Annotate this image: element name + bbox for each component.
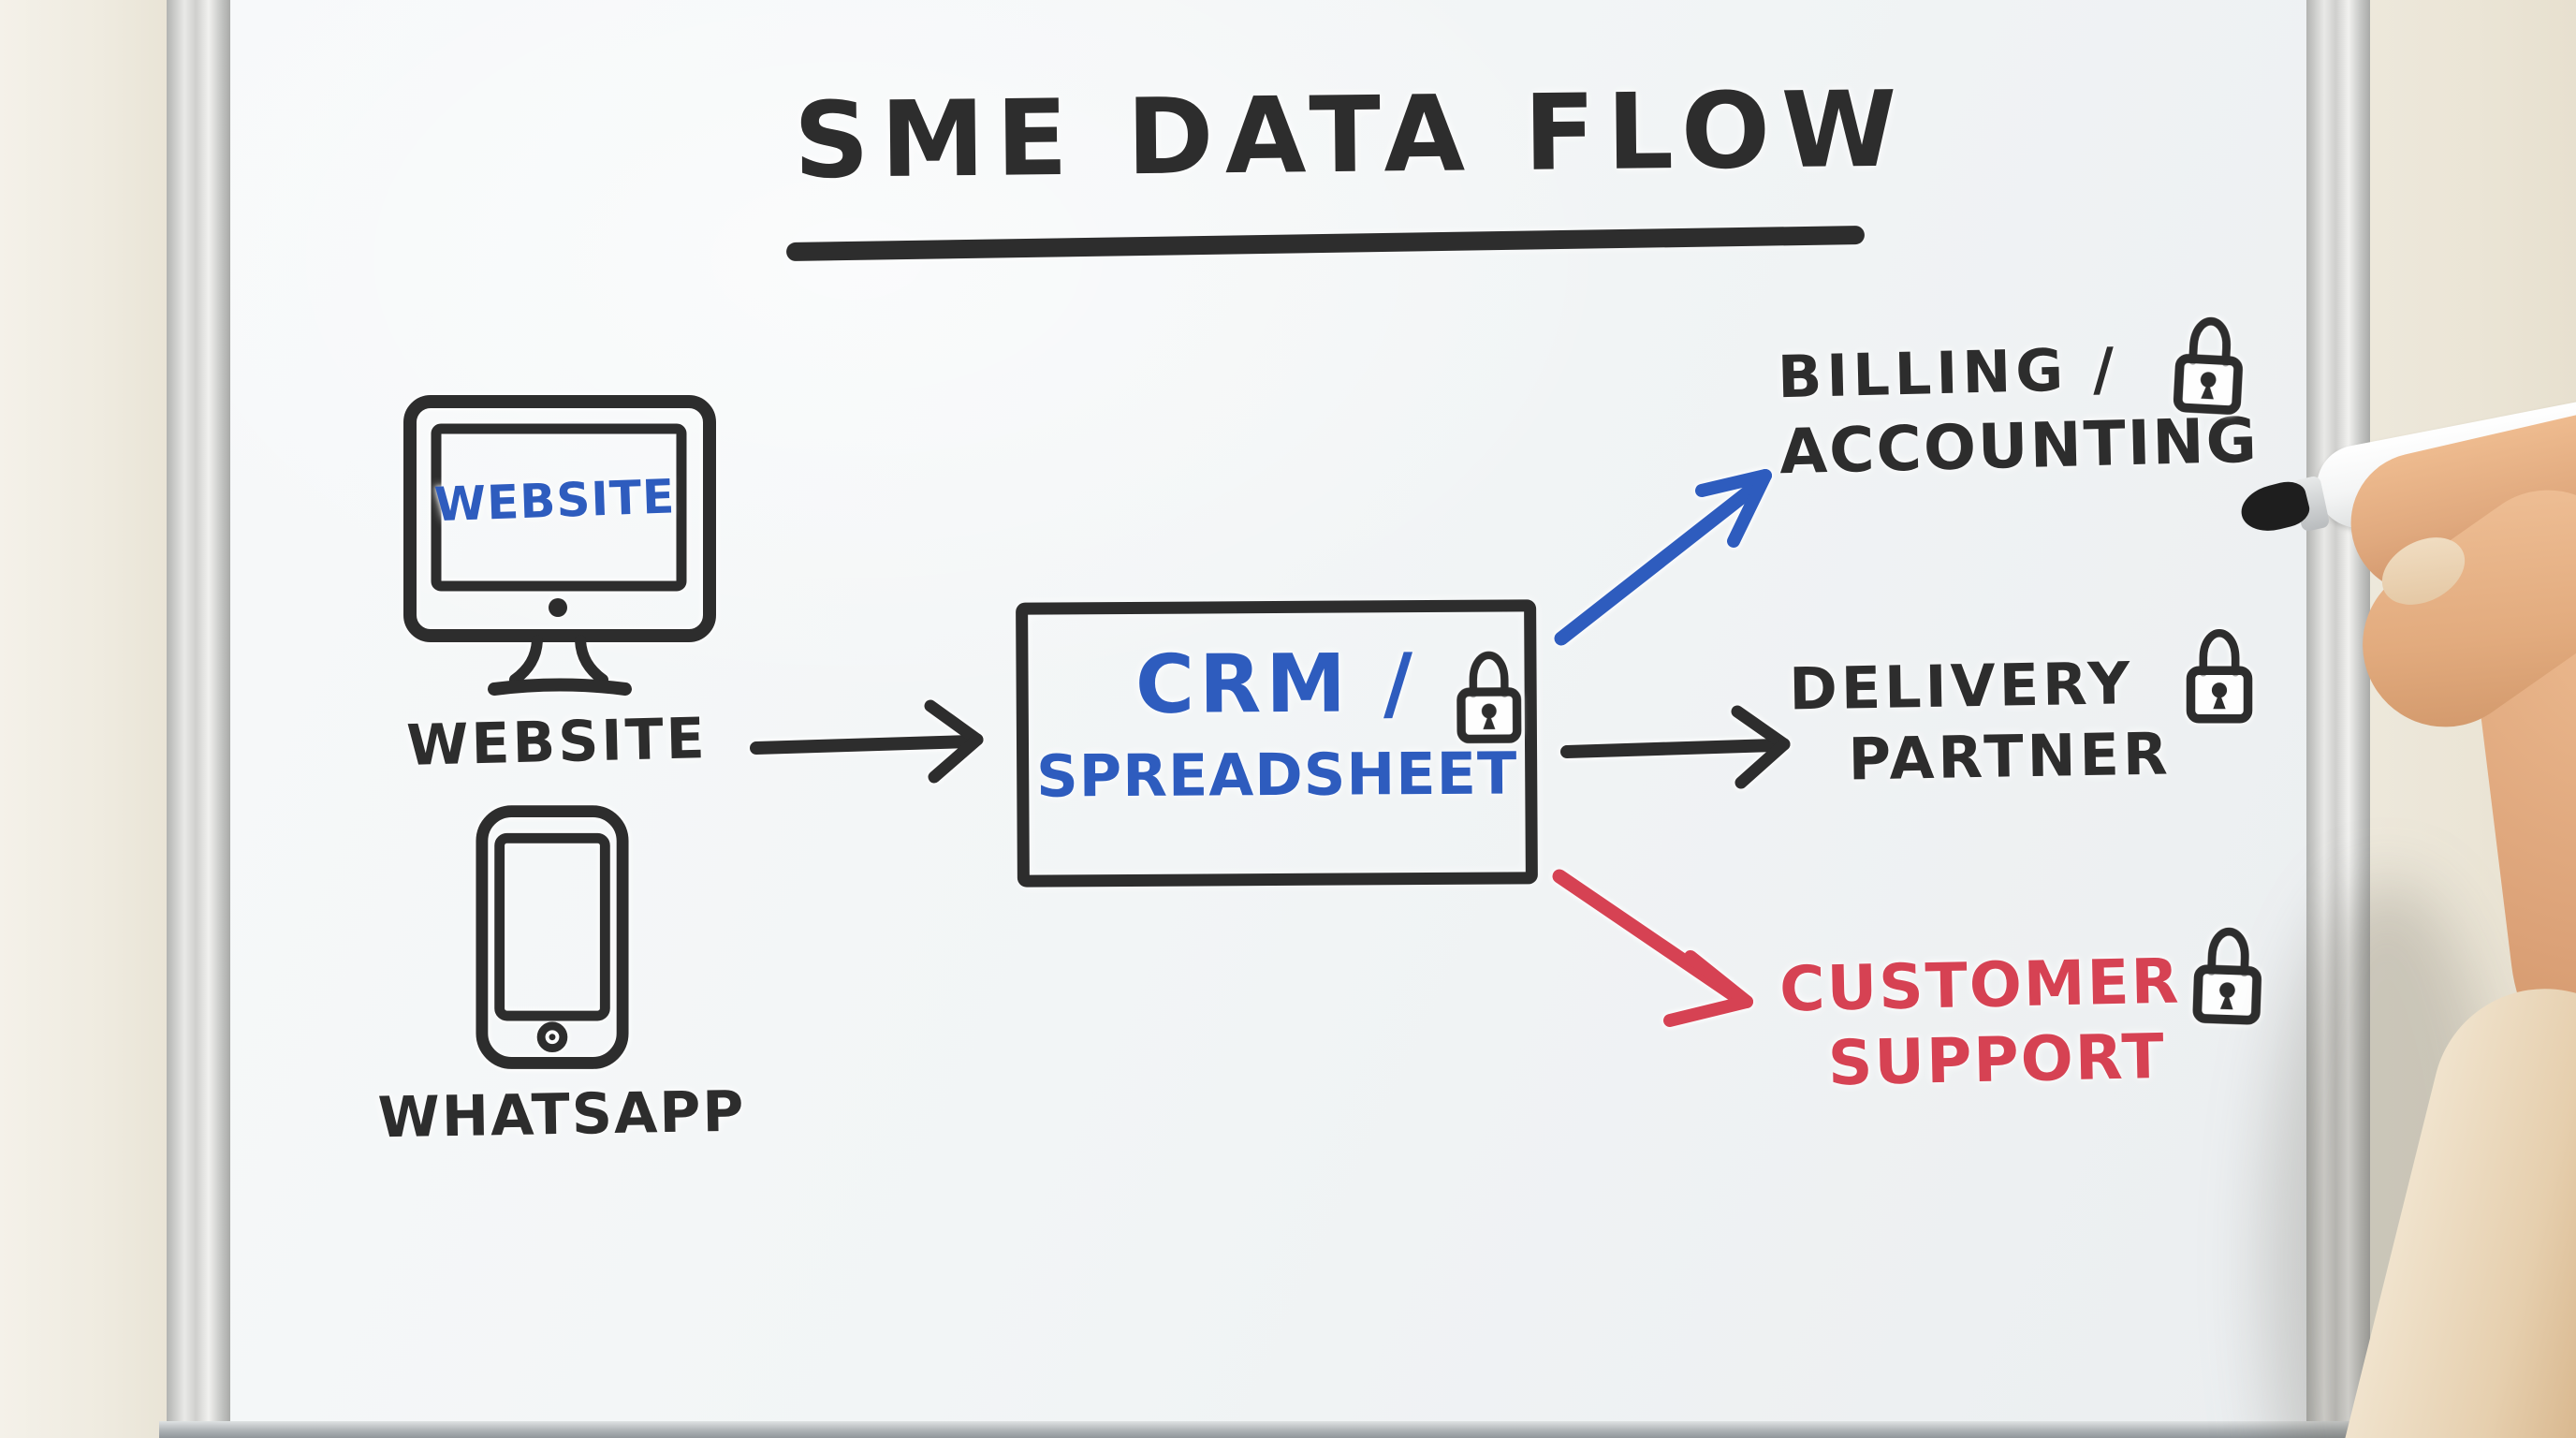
marker-pen-tip <box>2236 477 2313 537</box>
monitor-icon <box>401 393 719 707</box>
support-node: CUSTOMER SUPPORT <box>1778 946 2183 1100</box>
whiteboard-frame-right <box>2306 0 2370 1438</box>
website-screen-label: WEBSITE <box>433 469 677 533</box>
support-lock-icon <box>2187 922 2269 1030</box>
wall-left <box>0 0 167 1438</box>
whiteboard-frame-left <box>167 0 230 1438</box>
crm-line2: SPREADSHEET <box>1035 739 1518 811</box>
smartphone-icon <box>474 801 631 1075</box>
arrow-crm-to-support <box>1548 863 1778 1036</box>
delivery-lock-icon <box>2181 625 2258 726</box>
billing-line1: BILLING / <box>1777 334 2120 412</box>
whatsapp-label: WHATSAPP <box>377 1078 746 1152</box>
arrow-website-to-crm <box>747 695 998 788</box>
crm-lock-icon <box>1451 639 1527 754</box>
crm-box: CRM / SPREADSHEET <box>1016 599 1538 888</box>
website-label: WEBSITE <box>405 706 709 779</box>
billing-line2: ACCOUNTING <box>1778 404 2260 489</box>
support-line2: SUPPORT <box>1827 1020 2167 1100</box>
support-line1: CUSTOMER <box>1778 945 2182 1026</box>
delivery-node: DELIVERY PARTNER <box>1789 649 2173 794</box>
crm-line1: CRM / <box>1134 637 1418 732</box>
arrow-crm-to-delivery <box>1559 700 1799 794</box>
whiteboard-frame-bottom <box>159 1421 2372 1438</box>
hand-holding-marker <box>2228 374 2576 1438</box>
page-title: SME DATA FLOW <box>793 68 1910 203</box>
arrow-crm-to-billing <box>1550 448 1793 653</box>
delivery-line1: DELIVERY <box>1788 649 2134 724</box>
delivery-line2: PARTNER <box>1848 719 2173 794</box>
billing-lock-icon <box>2167 311 2251 419</box>
